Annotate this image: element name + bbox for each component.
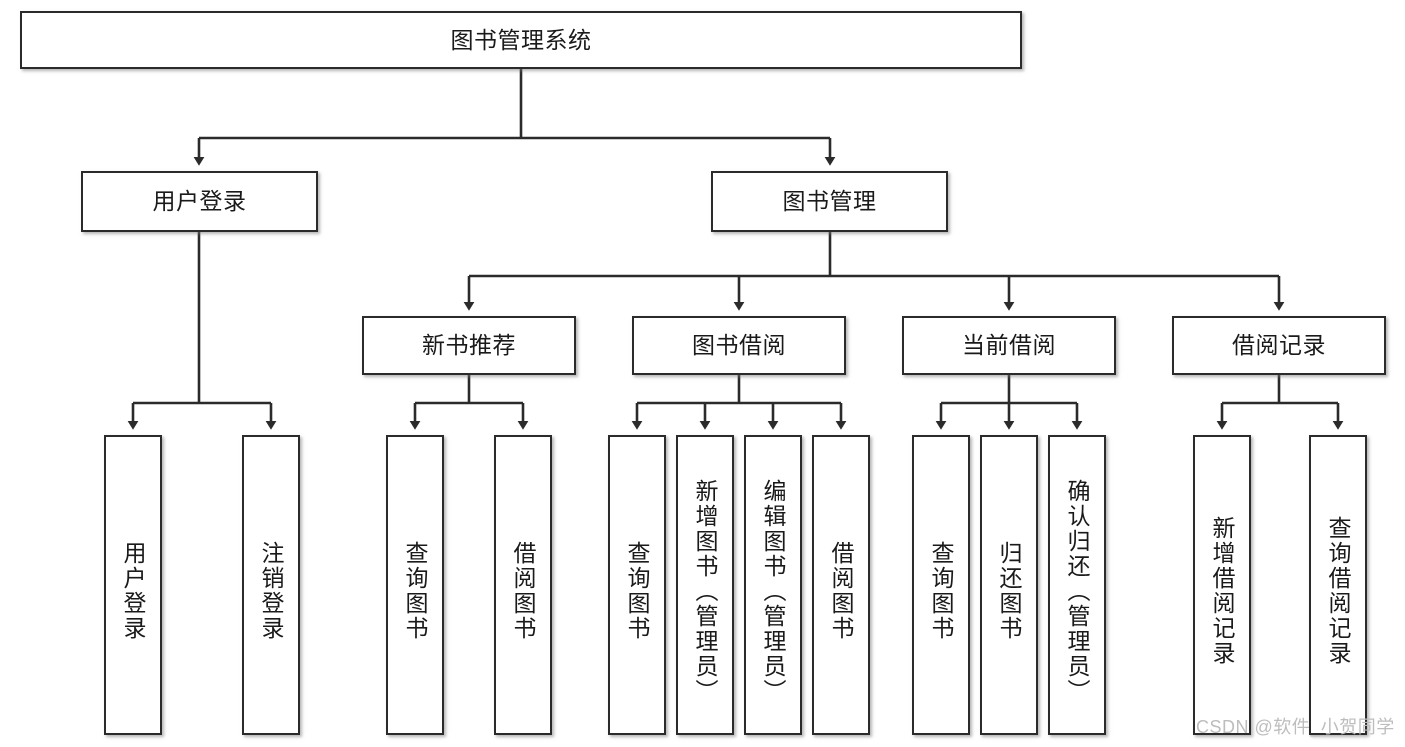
leaf-query-borrow-record[interactable]: 查询借阅记录 (1309, 435, 1367, 735)
leaf-query-books-current[interactable]: 查询图书 (912, 435, 970, 735)
node-label: 注销登录 (258, 541, 285, 641)
node-label: 用户登录 (152, 188, 247, 215)
node-current-borrowing[interactable]: 当前借阅 (902, 316, 1116, 375)
node-label: 图书管理 (782, 188, 877, 215)
leaf-borrow-books[interactable]: 借阅图书 (812, 435, 870, 735)
node-user-login[interactable]: 用户登录 (81, 171, 318, 232)
node-label: 图书借阅 (692, 332, 786, 359)
node-root-book-management-system[interactable]: 图书管理系统 (20, 11, 1022, 69)
leaf-query-books-new[interactable]: 查询图书 (386, 435, 444, 735)
node-label: 新书推荐 (422, 332, 516, 359)
watermark: CSDN @软件_小贺同学 (1196, 717, 1395, 737)
node-label: 查询图书 (624, 541, 651, 641)
node-label: 确认归还（管理员） (1064, 479, 1091, 704)
node-new-book-recommendation[interactable]: 新书推荐 (362, 316, 576, 375)
leaf-query-books-borrow[interactable]: 查询图书 (608, 435, 666, 735)
node-label: 借阅图书 (828, 541, 855, 641)
leaf-logout[interactable]: 注销登录 (242, 435, 300, 735)
node-label: 新增借阅记录 (1209, 516, 1236, 666)
node-label: 借阅记录 (1232, 332, 1326, 359)
node-label: 当前借阅 (962, 332, 1056, 359)
node-label: 借阅图书 (510, 541, 537, 641)
node-label: 用户登录 (120, 541, 147, 641)
node-label: 归还图书 (996, 541, 1023, 641)
node-borrowing-records[interactable]: 借阅记录 (1172, 316, 1386, 375)
node-book-management[interactable]: 图书管理 (711, 171, 948, 232)
leaf-add-borrow-record[interactable]: 新增借阅记录 (1193, 435, 1251, 735)
node-label: 编辑图书（管理员） (760, 479, 787, 704)
leaf-add-book-admin[interactable]: 新增图书（管理员） (676, 435, 734, 735)
node-label: 查询借阅记录 (1325, 516, 1352, 666)
leaf-return-books[interactable]: 归还图书 (980, 435, 1038, 735)
node-label: 图书管理系统 (450, 26, 592, 53)
node-label: 新增图书（管理员） (692, 479, 719, 704)
leaf-confirm-return-admin[interactable]: 确认归还（管理员） (1048, 435, 1106, 735)
leaf-edit-book-admin[interactable]: 编辑图书（管理员） (744, 435, 802, 735)
leaf-user-login[interactable]: 用户登录 (104, 435, 162, 735)
node-book-borrowing[interactable]: 图书借阅 (632, 316, 846, 375)
node-label: 查询图书 (928, 541, 955, 641)
leaf-borrow-books-new[interactable]: 借阅图书 (494, 435, 552, 735)
node-label: 查询图书 (402, 541, 429, 641)
